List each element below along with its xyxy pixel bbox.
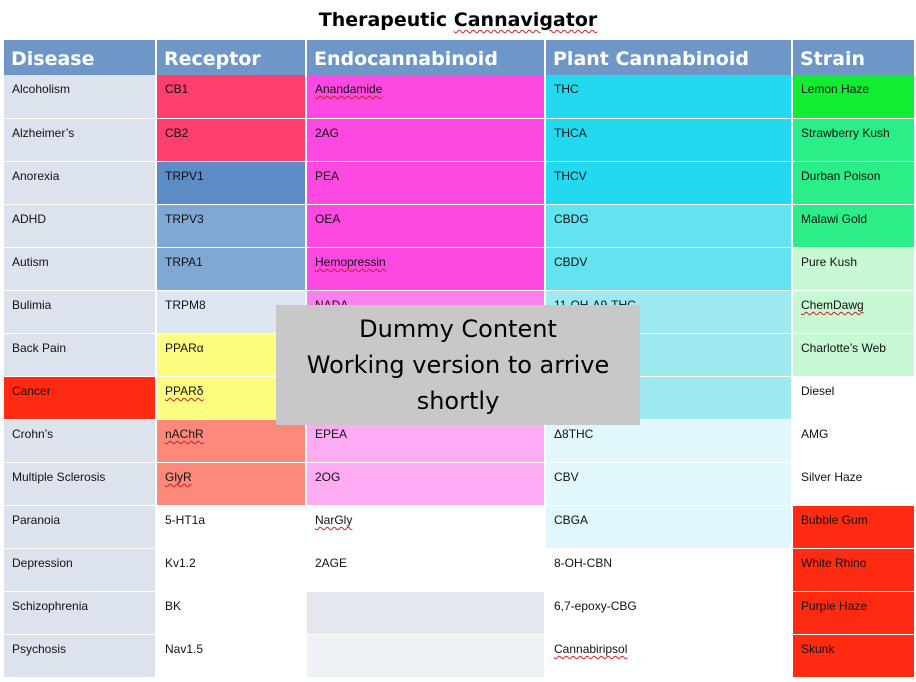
plant-cannabinoid-cell: Δ8THC	[546, 419, 791, 462]
strain-cell: Bubble Gum	[793, 505, 914, 548]
receptor-cell: nAChR	[157, 419, 305, 462]
overlay-line: Dummy Content	[359, 315, 557, 343]
dummy-content-overlay: Dummy Content Working version to arrive …	[276, 305, 640, 425]
disease-cell: ADHD	[4, 204, 155, 247]
receptor-cell: Kv1.2	[157, 548, 305, 591]
plant-cannabinoid-cell: CBV	[546, 462, 791, 505]
overlay-line: Working version to arrive	[306, 351, 610, 379]
disease-cell: Paranoia	[4, 505, 155, 548]
spellcheck-text: NarGly	[315, 513, 353, 527]
spellcheck-text: PPARδ	[165, 384, 204, 398]
strain-cell: Pure Kush	[793, 247, 914, 290]
spellcheck-text: ChemDawg	[801, 298, 864, 312]
strain-cell: ChemDawg	[793, 290, 914, 333]
cannavigator-table: Disease Receptor Endocannabinoid Plant C…	[2, 40, 916, 677]
page-title: Therapeutic Cannavigator	[0, 9, 916, 31]
title-word: Cannavigator	[453, 9, 598, 31]
column-header-receptor: Receptor	[157, 40, 305, 75]
strain-cell: Lemon Haze	[793, 75, 914, 118]
header-row: Disease Receptor Endocannabinoid Plant C…	[4, 40, 914, 75]
endocannabinoid-cell	[307, 591, 544, 634]
strain-cell: Skunk	[793, 634, 914, 677]
column-header-plant-cannabinoid: Plant Cannabinoid	[546, 40, 791, 75]
overlay-line: shortly	[416, 387, 500, 415]
plant-cannabinoid-cell: CBDG	[546, 204, 791, 247]
disease-cell: Back Pain	[4, 333, 155, 376]
receptor-cell: BK	[157, 591, 305, 634]
spellcheck-text: Hemopressin	[315, 255, 386, 269]
disease-cell: Alzheimer’s	[4, 118, 155, 161]
disease-cell: Crohn’s	[4, 419, 155, 462]
endocannabinoid-cell: 2OG	[307, 462, 544, 505]
receptor-cell: Nav1.5	[157, 634, 305, 677]
receptor-cell: CB2	[157, 118, 305, 161]
plant-cannabinoid-cell: 8-OH-CBN	[546, 548, 791, 591]
disease-cell: Schizophrenia	[4, 591, 155, 634]
strain-cell: Silver Haze	[793, 462, 914, 505]
endocannabinoid-cell: NarGly	[307, 505, 544, 548]
strain-cell: Strawberry Kush	[793, 118, 914, 161]
disease-cell: Bulimia	[4, 290, 155, 333]
strain-cell: White Rhino	[793, 548, 914, 591]
receptor-cell: GlyR	[157, 462, 305, 505]
plant-cannabinoid-cell: Cannabiripsol	[546, 634, 791, 677]
receptor-cell: TRPA1	[157, 247, 305, 290]
column-header-disease: Disease	[4, 40, 155, 75]
plant-cannabinoid-cell: 6,7-epoxy-CBG	[546, 591, 791, 634]
strain-cell: Diesel	[793, 376, 914, 419]
receptor-cell: CB1	[157, 75, 305, 118]
disease-cell: Psychosis	[4, 634, 155, 677]
endocannabinoid-cell: 2AGE	[307, 548, 544, 591]
receptor-cell: TRPV1	[157, 161, 305, 204]
strain-cell: AMG	[793, 419, 914, 462]
column-header-endocannabinoid: Endocannabinoid	[307, 40, 544, 75]
endocannabinoid-cell: Hemopressin	[307, 247, 544, 290]
disease-cell: Multiple Sclerosis	[4, 462, 155, 505]
title-word: Therapeutic	[318, 9, 448, 31]
disease-cell: Anorexia	[4, 161, 155, 204]
receptor-cell: 5-HT1a	[157, 505, 305, 548]
disease-cell: Cancer	[4, 376, 155, 419]
endocannabinoid-cell	[307, 634, 544, 677]
plant-cannabinoid-cell: THCA	[546, 118, 791, 161]
endocannabinoid-cell: Anandamide	[307, 75, 544, 118]
strain-cell: Durban Poison	[793, 161, 914, 204]
spellcheck-text: nAChR	[165, 427, 204, 441]
plant-cannabinoid-cell: CBDV	[546, 247, 791, 290]
strain-cell: Purple Haze	[793, 591, 914, 634]
endocannabinoid-cell: OEA	[307, 204, 544, 247]
endocannabinoid-cell: 2AG	[307, 118, 544, 161]
plant-cannabinoid-cell: THC	[546, 75, 791, 118]
spellcheck-text: GlyR	[165, 470, 192, 484]
disease-cell: Autism	[4, 247, 155, 290]
endocannabinoid-cell: EPEA	[307, 419, 544, 462]
plant-cannabinoid-cell: CBGA	[546, 505, 791, 548]
strain-cell: Charlotte’s Web	[793, 333, 914, 376]
spellcheck-text: Anandamide	[315, 82, 383, 96]
spellcheck-text: Cannabiripsol	[554, 642, 628, 656]
disease-cell: Alcoholism	[4, 75, 155, 118]
strain-cell: Malawi Gold	[793, 204, 914, 247]
receptor-cell: TRPV3	[157, 204, 305, 247]
plant-cannabinoid-cell: THCV	[546, 161, 791, 204]
endocannabinoid-cell: PEA	[307, 161, 544, 204]
disease-cell: Depression	[4, 548, 155, 591]
column-header-strain: Strain	[793, 40, 914, 75]
